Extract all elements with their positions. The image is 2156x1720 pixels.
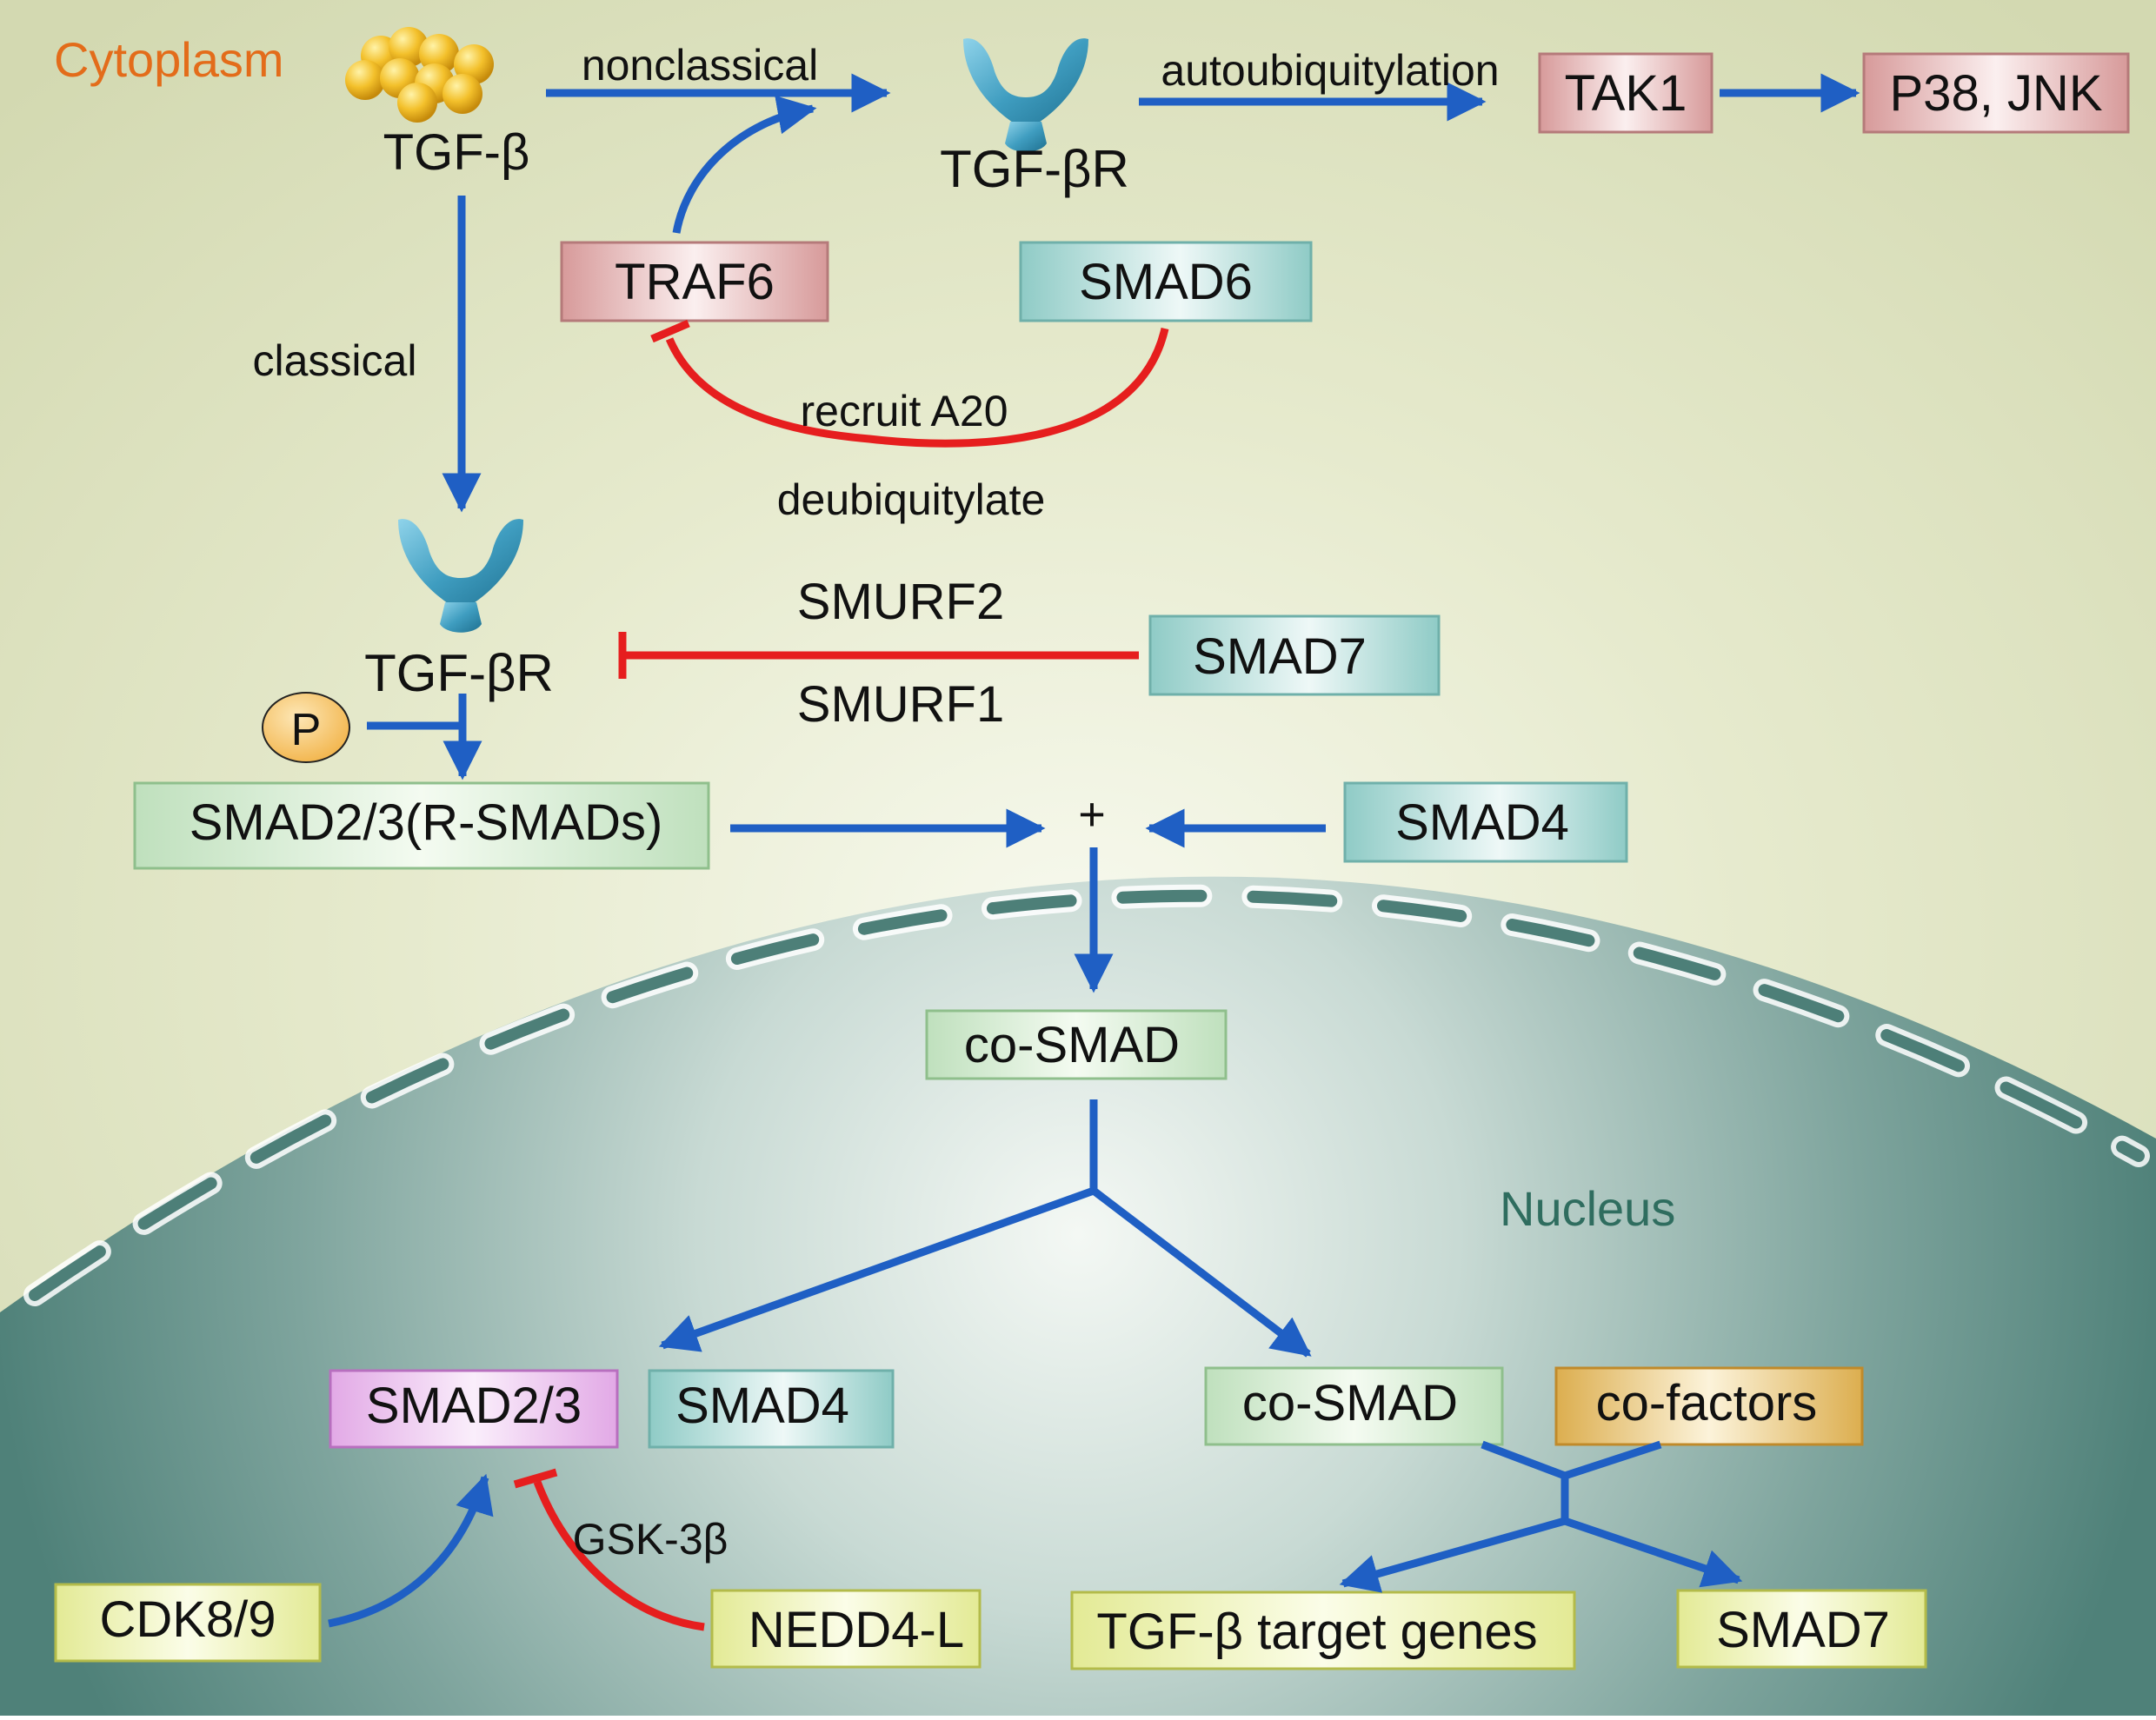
- smad7-cytoplasm-box: SMAD7: [1148, 614, 1441, 696]
- tgf-beta-receptor-top-icon: [963, 38, 1088, 152]
- complex-plus-sign: +: [1078, 788, 1106, 840]
- tgf-beta-label: TGF-β: [383, 124, 530, 181]
- smad4-cytoplasm-box: SMAD4: [1343, 781, 1628, 863]
- smad7-cytoplasm-label: SMAD7: [1193, 628, 1367, 685]
- cdk89-label: CDK8/9: [99, 1591, 276, 1648]
- phosphate-icon: [262, 692, 350, 763]
- nucleus-label: Nucleus: [1500, 1181, 1675, 1236]
- traf6-inhibition-bar: [650, 319, 690, 343]
- cdk89-to-smad23-arrow: [328, 1473, 494, 1628]
- tgf-beta-receptor-left-label: TGF-βR: [364, 644, 554, 702]
- cosmad-to-smad23-arrow: [658, 1186, 1095, 1352]
- cosmad-to-cosmad-arrow: [1091, 1187, 1312, 1358]
- smad23-rsmads-label: SMAD2/3(R-SMADs): [190, 794, 663, 851]
- cosmad-entry-label: co-SMAD: [964, 1017, 1180, 1073]
- traf6-box: TRAF6: [560, 241, 829, 322]
- traf6-label: TRAF6: [615, 254, 775, 310]
- gsk3b-label: GSK-3β: [573, 1515, 729, 1564]
- nedd4l-box: NEDD4-L: [710, 1589, 982, 1669]
- inhibition-arrows: [513, 319, 1169, 1631]
- deubiquitylate-label: deubiquitylate: [777, 475, 1046, 524]
- smad7-nucleus-box: SMAD7: [1676, 1589, 1927, 1669]
- target-genes-box: TGF-β target genes: [1070, 1591, 1576, 1670]
- smad23-inhibition-bar: [513, 1468, 558, 1489]
- cosmad-nucleus-label: co-SMAD: [1242, 1375, 1458, 1431]
- to-target-genes-arrow: [1339, 1517, 1567, 1593]
- activation-arrows: [328, 73, 1860, 1628]
- smad7-nucleus-label: SMAD7: [1716, 1602, 1890, 1658]
- phosphate-label: P: [291, 705, 322, 755]
- smad6-label: SMAD6: [1079, 254, 1253, 310]
- to-smad7-arrow: [1563, 1517, 1743, 1588]
- smad6-box: SMAD6: [1019, 241, 1313, 322]
- recruit-a20-label: recruit A20: [800, 387, 1008, 435]
- smad6-inhibits-traf6-line: [665, 327, 1169, 448]
- nuclear-envelope-inner: [29, 889, 2145, 1301]
- smurf2-label: SMURF2: [797, 574, 1004, 630]
- smad23-nucleus-label: SMAD2/3: [366, 1378, 582, 1434]
- tak1-label: TAK1: [1565, 65, 1687, 122]
- smad4-nucleus-box: SMAD4: [648, 1369, 895, 1449]
- cofactors-label: co-factors: [1596, 1375, 1818, 1431]
- cdk89-box: CDK8/9: [54, 1583, 322, 1663]
- nucleus-region: [0, 876, 2156, 1716]
- smurf1-label: SMURF1: [797, 676, 1004, 733]
- smad4-nucleus-label: SMAD4: [675, 1378, 849, 1434]
- p38-jnk-box: P38, JNK: [1862, 52, 2130, 134]
- tak1-box: TAK1: [1538, 52, 1713, 134]
- autoubiquitylation-label: autoubiquitylation: [1161, 46, 1499, 95]
- tgf-beta-ligand-icon: [345, 27, 494, 123]
- p38-jnk-label: P38, JNK: [1890, 65, 2103, 122]
- nedd4l-inhibits-smad23-line: [533, 1480, 705, 1631]
- cytoplasm-label: Cytoplasm: [54, 32, 284, 87]
- traf6-to-receptor-arrow: [672, 95, 817, 234]
- cofactors-box: co-factors: [1554, 1366, 1864, 1446]
- cosmad-nucleus-box: co-SMAD: [1204, 1366, 1504, 1446]
- nedd4l-label: NEDD4-L: [749, 1602, 964, 1658]
- target-genes-label: TGF-β target genes: [1096, 1604, 1537, 1660]
- cosmad-entry-box: co-SMAD: [925, 1009, 1228, 1080]
- tgf-beta-receptor-top-label: TGF-βR: [940, 140, 1129, 198]
- classical-label: classical: [253, 336, 417, 385]
- smad4-cytoplasm-label: SMAD4: [1395, 794, 1569, 851]
- tgf-beta-receptor-left-icon: [398, 519, 523, 633]
- smad23-rsmads-box: SMAD2/3(R-SMADs): [133, 781, 710, 870]
- nonclassical-label: nonclassical: [582, 41, 818, 90]
- smad23-nucleus-box: SMAD2/3: [329, 1369, 619, 1449]
